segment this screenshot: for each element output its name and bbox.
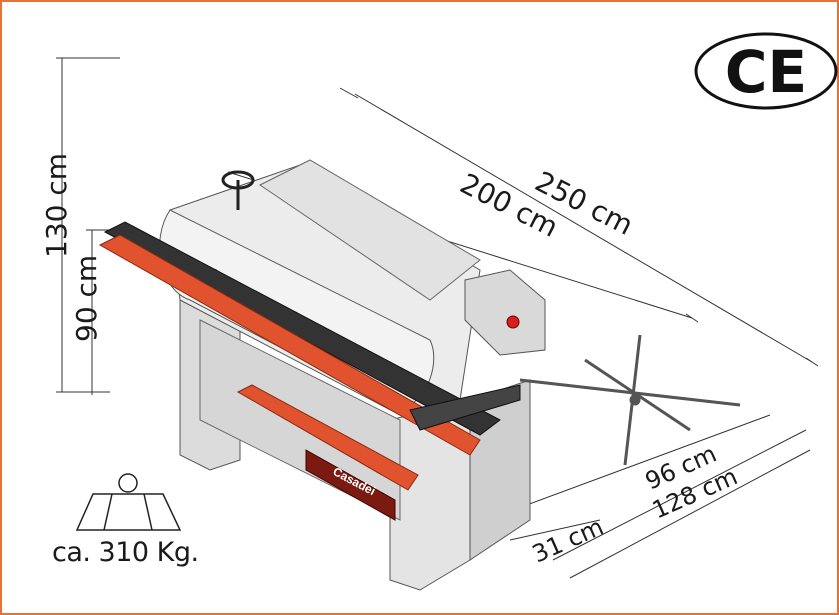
machine-rail <box>98 221 521 491</box>
dim-depth-side: 31 cm <box>528 512 608 568</box>
ce-mark: CE <box>694 32 838 110</box>
ce-mark-text: CE <box>725 38 807 106</box>
dim-height-total: 130 cm <box>40 153 73 258</box>
dim-height-table: 90 cm <box>70 255 103 342</box>
weight-label: ca. 310 Kg. <box>52 537 199 568</box>
edge-support <box>519 334 741 466</box>
weight-icon <box>75 473 182 531</box>
control-panel <box>464 269 546 356</box>
handwheel-icon <box>221 170 255 210</box>
